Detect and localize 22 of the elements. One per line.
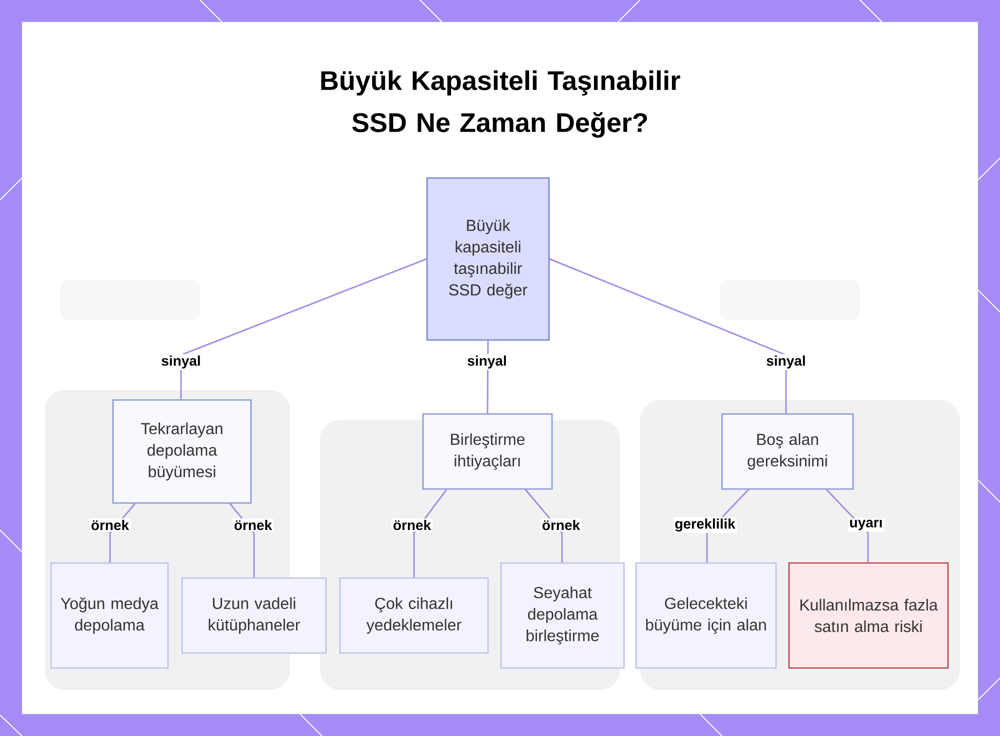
concept-box: Gelecekteki büyüme için alan (635, 562, 777, 669)
concept-box: Yoğun medya depolama (50, 562, 169, 669)
edge-label: gereklilik (673, 516, 737, 534)
warning-box: Kullanılmazsa fazla satın alma riski (788, 562, 949, 669)
edge-label: örnek (232, 518, 274, 532)
connector (180, 258, 427, 400)
connector (549, 258, 787, 414)
edge-label: örnek (391, 518, 433, 532)
edge-label: uyarı (848, 518, 884, 532)
concept-box: Tekrarlayan depolama büyümesi (112, 399, 252, 504)
concept-box: Birleştirme ihtiyaçları (422, 413, 553, 490)
title: Büyük Kapasiteli Taşınabilir SSD Ne Zaman Değer? (321, 70, 680, 138)
concept-box: Büyük kapasiteli taşınabilir SSD değer (426, 177, 550, 341)
concept-box: Boş alan gereksinimi (721, 413, 854, 490)
edge-label: sinyal (466, 354, 508, 370)
concept-box: Çok cihazlı yedeklemeler (339, 577, 489, 654)
edge-label: örnek (89, 518, 131, 532)
edge-label: örnek (540, 518, 582, 532)
concept-box: Seyahat depolama birleştirme (500, 562, 625, 669)
edge-label: sinyal (764, 354, 808, 370)
edge-label: sinyal (160, 354, 202, 370)
concept-box: Uzun vadeli kütüphaneler (181, 577, 327, 654)
